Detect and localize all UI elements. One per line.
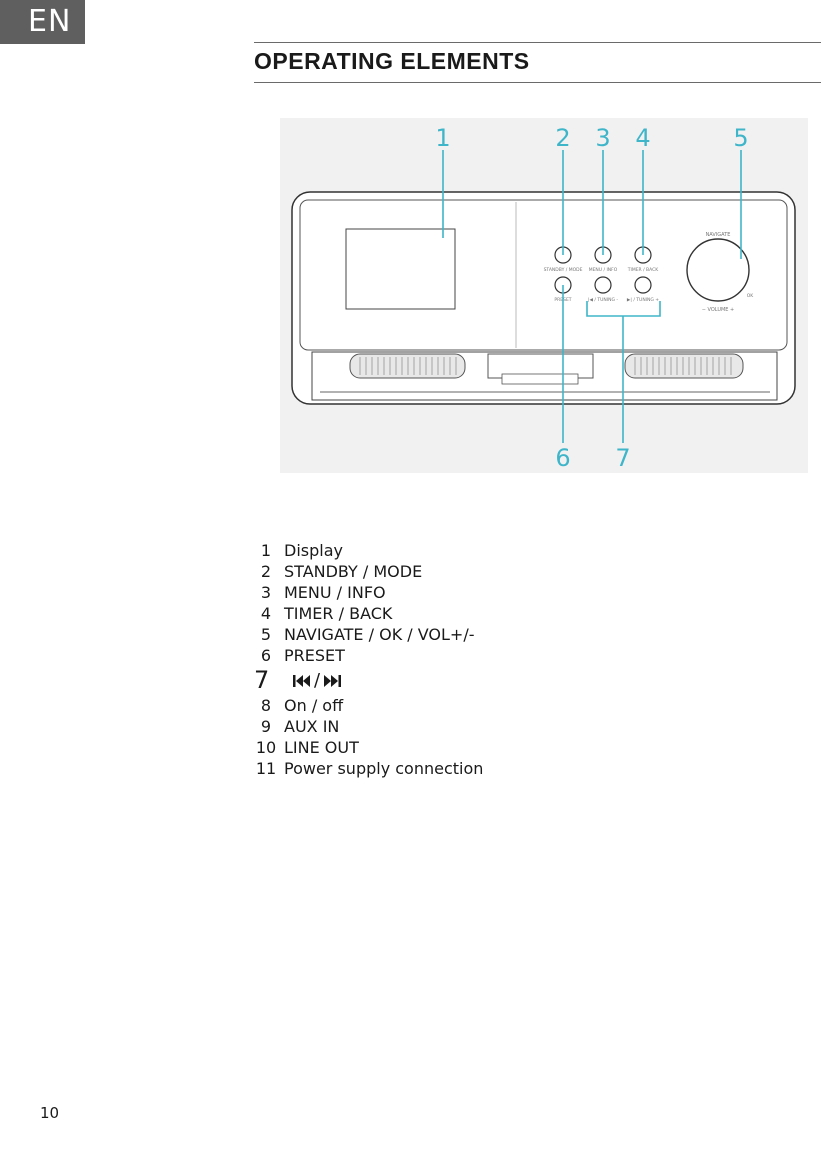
item-label: On / off	[284, 696, 344, 715]
callout-1: 1	[435, 124, 450, 152]
item-number: 11	[255, 759, 277, 778]
list-item: 7 /	[254, 666, 754, 695]
top-rule	[254, 42, 821, 43]
item-label: LINE OUT	[284, 738, 359, 757]
item-number: 5	[260, 625, 272, 644]
list-item: 10 LINE OUT	[254, 737, 754, 758]
callout-7: 7	[615, 444, 630, 472]
skip-separator: /	[314, 670, 321, 691]
item-label: Display	[284, 541, 343, 560]
device-front-illustration: STANDBY / MODE MENU / INFO TIMER / BACK …	[280, 118, 808, 473]
item-number: 8	[260, 696, 272, 715]
callout-4: 4	[635, 124, 650, 152]
skip-forward-icon	[324, 674, 342, 687]
item-label: MENU / INFO	[284, 583, 386, 602]
callout-2: 2	[555, 124, 570, 152]
ok-panel-label: OK	[747, 293, 755, 299]
list-item: 3 MENU / INFO	[254, 582, 754, 603]
list-item: 4 TIMER / BACK	[254, 603, 754, 624]
menu-info-panel-label: MENU / INFO	[589, 267, 618, 273]
list-item: 8 On / off	[254, 695, 754, 716]
page-number: 10	[40, 1104, 60, 1122]
item-label: TIMER / BACK	[284, 604, 393, 623]
callout-6: 6	[555, 444, 570, 472]
item-number: 4	[260, 604, 272, 623]
list-item: 9 AUX IN	[254, 716, 754, 737]
device-diagram: STANDBY / MODE MENU / INFO TIMER / BACK …	[280, 118, 808, 473]
list-item: 6 PRESET	[254, 645, 754, 666]
item-number: 2	[260, 562, 272, 581]
item-label: NAVIGATE / OK / VOL+/-	[284, 625, 475, 644]
callout-3: 3	[595, 124, 610, 152]
list-item: 5 NAVIGATE / OK / VOL+/-	[254, 624, 754, 645]
standby-mode-panel-label: STANDBY / MODE	[544, 267, 583, 273]
item-label: /	[284, 666, 342, 697]
item-label: AUX IN	[284, 717, 340, 736]
item-number: 1	[260, 541, 272, 560]
item-number: 7	[254, 666, 270, 694]
list-item: 1 Display	[254, 540, 754, 561]
page-title: OPERATING ELEMENTS	[254, 48, 530, 74]
list-item: 11 Power supply connection	[254, 758, 754, 779]
item-label: PRESET	[284, 646, 345, 665]
tuning-down-panel-label: |◀ / TUNING -	[588, 297, 618, 303]
tuning-up-panel-label: ▶| / TUNING +	[627, 297, 659, 303]
item-number: 9	[260, 717, 272, 736]
title-underline	[254, 82, 821, 83]
skip-back-icon	[293, 674, 310, 687]
callout-5: 5	[733, 124, 748, 152]
volume-panel-label: − VOLUME +	[702, 307, 735, 313]
item-label: Power supply connection	[284, 759, 484, 778]
item-label: STANDBY / MODE	[284, 562, 423, 581]
item-number: 10	[255, 738, 277, 757]
navigate-panel-label: NAVIGATE	[706, 232, 731, 238]
item-number: 3	[260, 583, 272, 602]
timer-back-panel-label: TIMER / BACK	[627, 267, 660, 273]
item-number: 6	[260, 646, 272, 665]
language-tab: EN	[0, 0, 85, 44]
list-item: 2 STANDBY / MODE	[254, 561, 754, 582]
